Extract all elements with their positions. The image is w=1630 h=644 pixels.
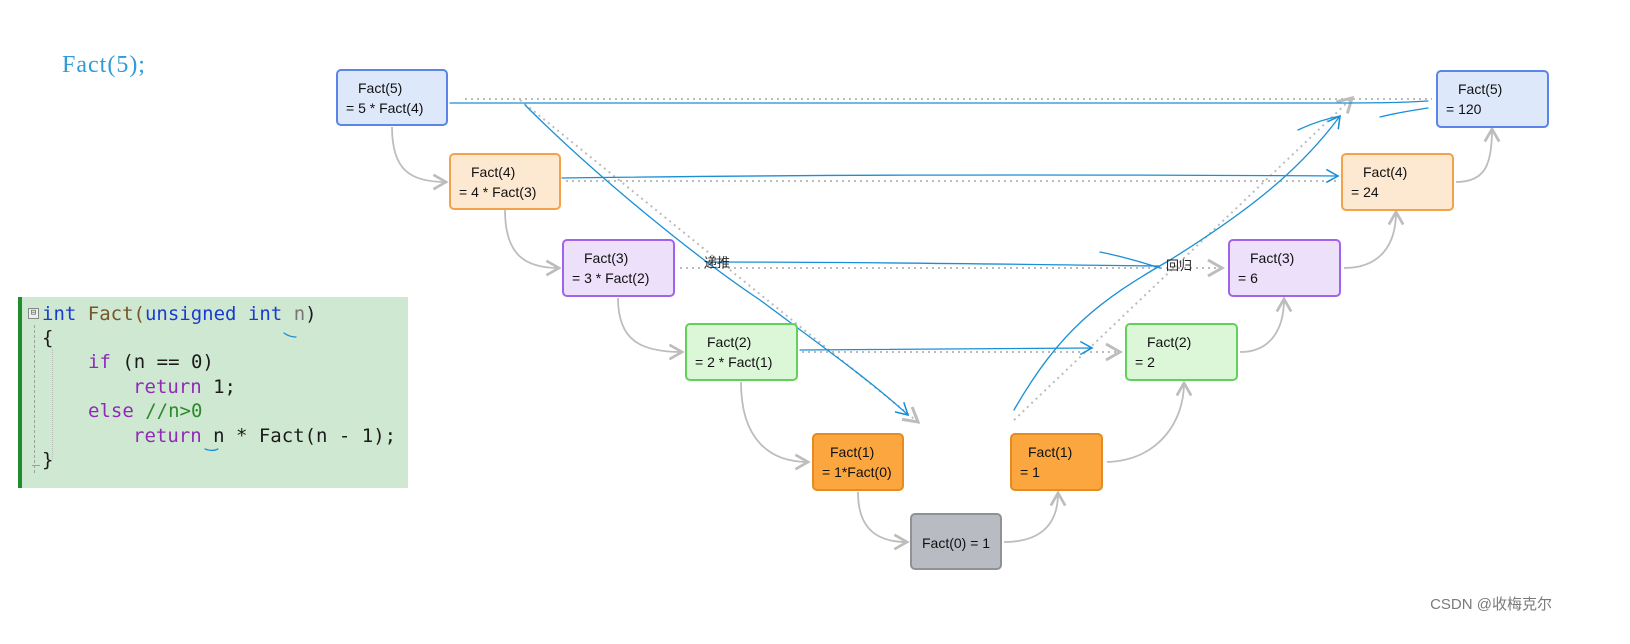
return-node-fact1: Fact(1) = 1 [1010,433,1103,491]
connector-4-3 [504,209,562,277]
code-panel: ⊟ int Fact(unsigned int n) { if (n == 0)… [18,297,408,488]
indent-guide [34,325,35,473]
ink-line-2 [799,340,1094,356]
ink-descent-stroke [524,104,910,417]
descent-node-fact1: Fact(1) = 1*Fact(0) [812,433,904,491]
node-title: Fact(1) [1028,444,1073,460]
node-value: = 6 [1238,270,1258,286]
node-title: Fact(2) [1147,334,1192,350]
return-node-fact2: Fact(2) = 2 [1125,323,1238,381]
node-title: Fact(5) [358,80,403,96]
node-title: Fact(4) [471,164,516,180]
code-line-close-brace: } [42,449,54,471]
ink-mark-n [204,448,219,452]
ink-line-5 [449,100,1429,105]
code-line-return-1: return 1; [133,376,236,398]
return-node-fact5: Fact(5) = 120 [1436,70,1549,128]
node-value: = 120 [1446,101,1482,117]
code-line-if: if (n == 0) [88,351,214,373]
node-title: Fact(4) [1363,164,1408,180]
code-line-else: else //n>0 [88,400,203,422]
node-title: Fact(1) [830,444,875,460]
connector-0-r1 [1003,490,1067,543]
node-title: Fact(3) [1250,250,1295,266]
ink-ascent-extra [1297,115,1341,131]
descent-node-fact3: Fact(3) = 3 * Fact(2) [562,239,675,297]
node-title: Fact(3) [584,250,629,266]
recursion-label: 递推 [704,255,731,270]
connector-r1-r2 [1106,380,1193,463]
ink-arrowhead-5 [1379,107,1429,118]
connector-5-4 [391,126,449,191]
connector-2-1 [740,381,811,471]
ink-line-4 [561,168,1340,184]
code-line-open-brace: { [42,327,54,349]
code-line-return-recursive: return n * Fact(n - 1); [133,425,397,447]
ink-line-3 [705,261,1161,267]
descent-node-fact4: Fact(4) = 4 * Fact(3) [449,153,561,210]
node-value: = 2 [1135,354,1155,370]
node-value: = 24 [1351,184,1379,200]
block-end-guide [32,465,40,466]
connector-r2-r3 [1239,296,1293,353]
ink-ascent-stroke [1013,114,1341,411]
backtrack-label: 回归 [1166,258,1193,273]
node-value: = 1 [1020,464,1040,480]
collapse-toggle-icon[interactable]: ⊟ [28,308,39,319]
return-node-fact3: Fact(3) = 6 [1228,239,1341,297]
node-expression: = 2 * Fact(1) [695,354,773,370]
code-line-signature: int Fact(unsigned int n) [42,303,317,325]
node-expression: Fact(0) = 1 [922,535,991,551]
node-expression: = 1*Fact(0) [822,464,892,480]
node-expression: = 5 * Fact(4) [346,100,424,116]
watermark: CSDN @收梅克尔 [1430,596,1552,613]
call-expression: Fact(5); [62,52,146,78]
descent-node-fact2: Fact(2) = 2 * Fact(1) [685,323,798,381]
connector-r4-r5 [1455,126,1501,183]
descent-node-fact5: Fact(5) = 5 * Fact(4) [336,69,448,126]
node-expression: = 3 * Fact(2) [572,270,650,286]
ink-mark-param [283,332,297,338]
node-expression: = 4 * Fact(3) [459,184,537,200]
node-title: Fact(2) [707,334,752,350]
connector-1-0 [857,491,910,551]
connector-r3-r4 [1343,209,1405,269]
base-node-fact0: Fact(0) = 1 [910,513,1002,570]
connector-3-2 [617,297,685,361]
return-node-fact4: Fact(4) = 24 [1341,153,1454,211]
indent-guide-inner [52,349,53,459]
node-title: Fact(5) [1458,81,1503,97]
